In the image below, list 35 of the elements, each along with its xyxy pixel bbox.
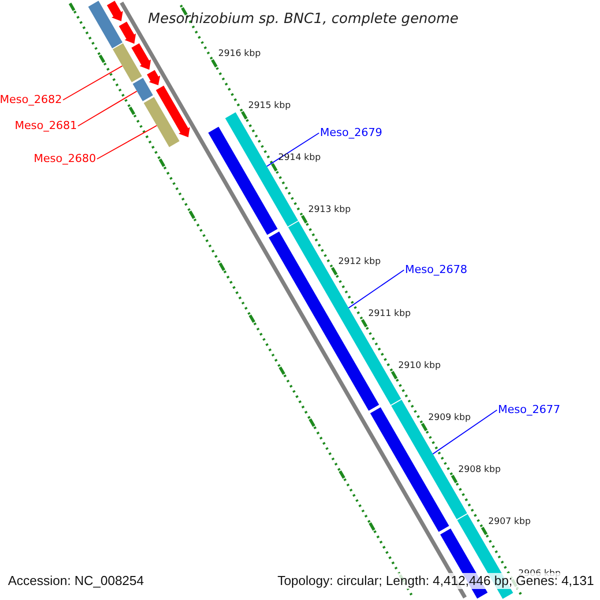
gene-bar bbox=[112, 43, 142, 82]
tick-label: 2912 kbp bbox=[338, 257, 381, 268]
gene-label: Meso_2681 bbox=[14, 119, 77, 133]
gene-bar bbox=[132, 78, 153, 102]
gene-bar bbox=[144, 97, 180, 148]
gene-bar bbox=[370, 407, 450, 532]
tick-label: 2910 kbp bbox=[398, 361, 441, 372]
gene-label: Meso_2679 bbox=[320, 126, 382, 140]
leader-line bbox=[432, 410, 498, 454]
tick-label: 2909 kbp bbox=[428, 413, 471, 424]
gene-feature bbox=[118, 22, 136, 44]
tick-label: 2908 kbp bbox=[458, 465, 501, 476]
leader-line bbox=[78, 90, 138, 126]
tick-label: 2907 kbp bbox=[488, 516, 531, 528]
accession-text: Accession: NC_008254 bbox=[8, 573, 144, 589]
gene-bar bbox=[208, 126, 278, 235]
gene-feature bbox=[156, 86, 190, 138]
tick-label: 2915 kbp bbox=[248, 101, 291, 112]
gene-bar bbox=[88, 0, 122, 48]
tick-label: 2916 kbp bbox=[218, 49, 261, 60]
gene-feature bbox=[146, 70, 160, 86]
leader-line bbox=[96, 125, 158, 160]
gene-label: Meso_2682 bbox=[0, 93, 62, 107]
title: Mesorhizobium sp. BNC1, complete genome bbox=[148, 10, 458, 29]
tick-label: 2913 kbp bbox=[308, 205, 351, 216]
tick-label: 2911 kbp bbox=[368, 309, 411, 320]
leader-line bbox=[348, 270, 404, 308]
leader-line bbox=[266, 132, 320, 167]
tick-label: 2914 kbp bbox=[278, 153, 321, 164]
gene-feature bbox=[131, 43, 151, 70]
gene-label: Meso_2678 bbox=[405, 263, 468, 277]
gene-feature bbox=[106, 0, 123, 22]
gene-label: Meso_2677 bbox=[498, 403, 560, 417]
gene-label: Meso_2680 bbox=[34, 152, 96, 166]
leader-line bbox=[62, 65, 123, 100]
